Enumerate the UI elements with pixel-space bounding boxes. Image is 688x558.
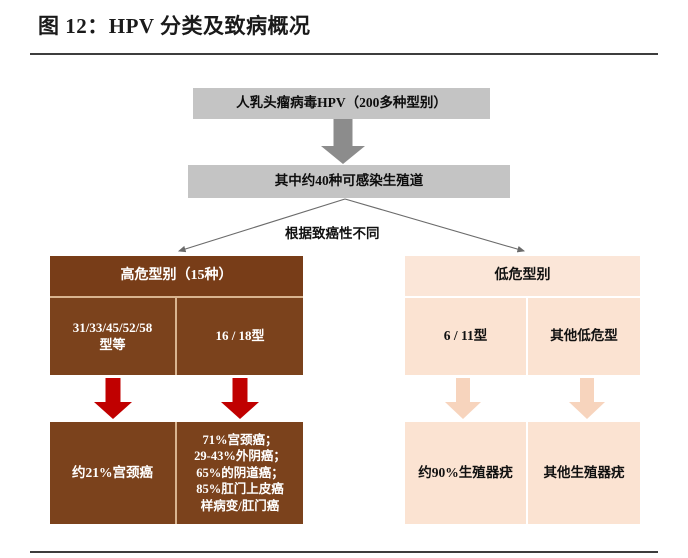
low-risk-outcome-cell-2: 其他生殖器疣 <box>528 422 640 524</box>
title-divider-top <box>30 53 658 55</box>
low-risk-type-divider <box>526 298 528 375</box>
branch-label-carcinogenicity: 根据致癌性不同 <box>285 226 380 241</box>
low-risk-type-cell-1: 6 / 11型 <box>405 298 526 375</box>
node-hpv-total: 人乳头瘤病毒HPV（200多种型别） <box>193 88 490 119</box>
high-risk-header: 高危型别（15种） <box>50 256 303 296</box>
high-risk-outcome-divider <box>175 422 177 524</box>
arrow-red-down-left <box>93 378 133 420</box>
arrow-peach-down-right <box>568 378 606 420</box>
low-risk-header-divider <box>405 296 640 298</box>
arrow-gray-down <box>320 119 365 164</box>
arrow-red-down-right <box>220 378 260 420</box>
figure-title: 图 12：HPV 分类及致病概况 <box>38 14 311 38</box>
node-genital-infecting: 其中约40种可感染生殖道 <box>188 165 510 198</box>
high-risk-outcome-cell-1: 约21%宫颈癌 <box>50 422 175 524</box>
high-risk-header-divider <box>50 296 303 298</box>
low-risk-type-cell-2: 其他低危型 <box>528 298 640 375</box>
high-risk-type-divider <box>175 298 177 375</box>
high-risk-type-cell-2: 16 / 18型 <box>177 298 303 375</box>
low-risk-header: 低危型别 <box>405 256 640 296</box>
low-risk-outcome-divider <box>526 422 528 524</box>
high-risk-type-cell-1: 31/33/45/52/58 型等 <box>50 298 175 375</box>
low-risk-outcome-cell-1: 约90%生殖器疣 <box>405 422 526 524</box>
figure-divider-bottom <box>30 551 658 553</box>
arrow-peach-down-left <box>444 378 482 420</box>
high-risk-outcome-cell-2: 71%宫颈癌； 29-43%外阴癌； 65%的阴道癌； 85%肛门上皮癌 样病变… <box>177 422 303 524</box>
